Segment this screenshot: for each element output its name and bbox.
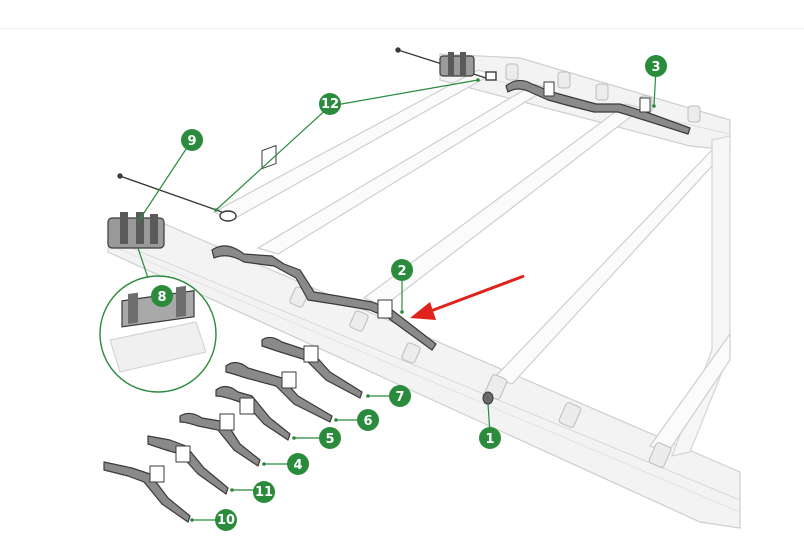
spring-arm-5 — [215, 385, 291, 441]
svg-text:5: 5 — [325, 432, 334, 447]
front-cable-loop — [219, 210, 237, 222]
rear-cable-end — [485, 71, 497, 81]
svg-text:8: 8 — [157, 290, 166, 305]
svg-text:9: 9 — [187, 134, 196, 149]
leader-9 — [137, 139, 193, 223]
callout-9[interactable]: 9 — [181, 129, 203, 151]
callout-3[interactable]: 3 — [645, 55, 667, 77]
svg-text:7: 7 — [395, 390, 404, 405]
end-cap-plug — [482, 391, 494, 405]
svg-text:10: 10 — [217, 513, 235, 528]
svg-text:11: 11 — [255, 485, 273, 500]
front-bracket — [107, 212, 165, 249]
top-bar — [0, 0, 804, 29]
svg-text:3: 3 — [651, 60, 660, 75]
frame — [107, 53, 741, 529]
bracket-detail-magnifier — [99, 275, 217, 393]
svg-text:6: 6 — [363, 414, 372, 429]
callout-6[interactable]: 6 — [357, 409, 379, 431]
leader-12a — [329, 79, 479, 107]
callout-1[interactable]: 1 — [479, 427, 501, 449]
spring-arm-4 — [179, 412, 261, 467]
svg-text:2: 2 — [397, 264, 406, 279]
callout-2[interactable]: 2 — [391, 259, 413, 281]
callout-11[interactable]: 11 — [253, 481, 275, 503]
rear-bracket — [439, 52, 475, 77]
red-arrow-icon — [410, 274, 525, 320]
front-cable — [119, 175, 223, 213]
spring-arm-6 — [225, 361, 333, 423]
spring-arm-11 — [147, 435, 229, 495]
installed-spring-arms — [211, 79, 691, 351]
svg-text:4: 4 — [293, 458, 302, 473]
callout-12[interactable]: 12 — [319, 93, 341, 115]
callout-5[interactable]: 5 — [319, 427, 341, 449]
spring-arm-10 — [103, 461, 191, 523]
cables — [117, 47, 497, 222]
callout-8[interactable]: 8 — [151, 285, 173, 307]
callout-7[interactable]: 7 — [389, 385, 411, 407]
loose-spring-arms — [103, 336, 363, 523]
callouts: 1 2 3 4 5 6 7 8 — [151, 55, 667, 531]
svg-text:1: 1 — [485, 432, 494, 447]
callout-4[interactable]: 4 — [287, 453, 309, 475]
leader-8 — [137, 247, 149, 279]
callout-10[interactable]: 10 — [215, 509, 237, 531]
spring-arm-7 — [261, 336, 363, 399]
leader-12b — [215, 105, 331, 211]
svg-text:12: 12 — [321, 97, 339, 112]
